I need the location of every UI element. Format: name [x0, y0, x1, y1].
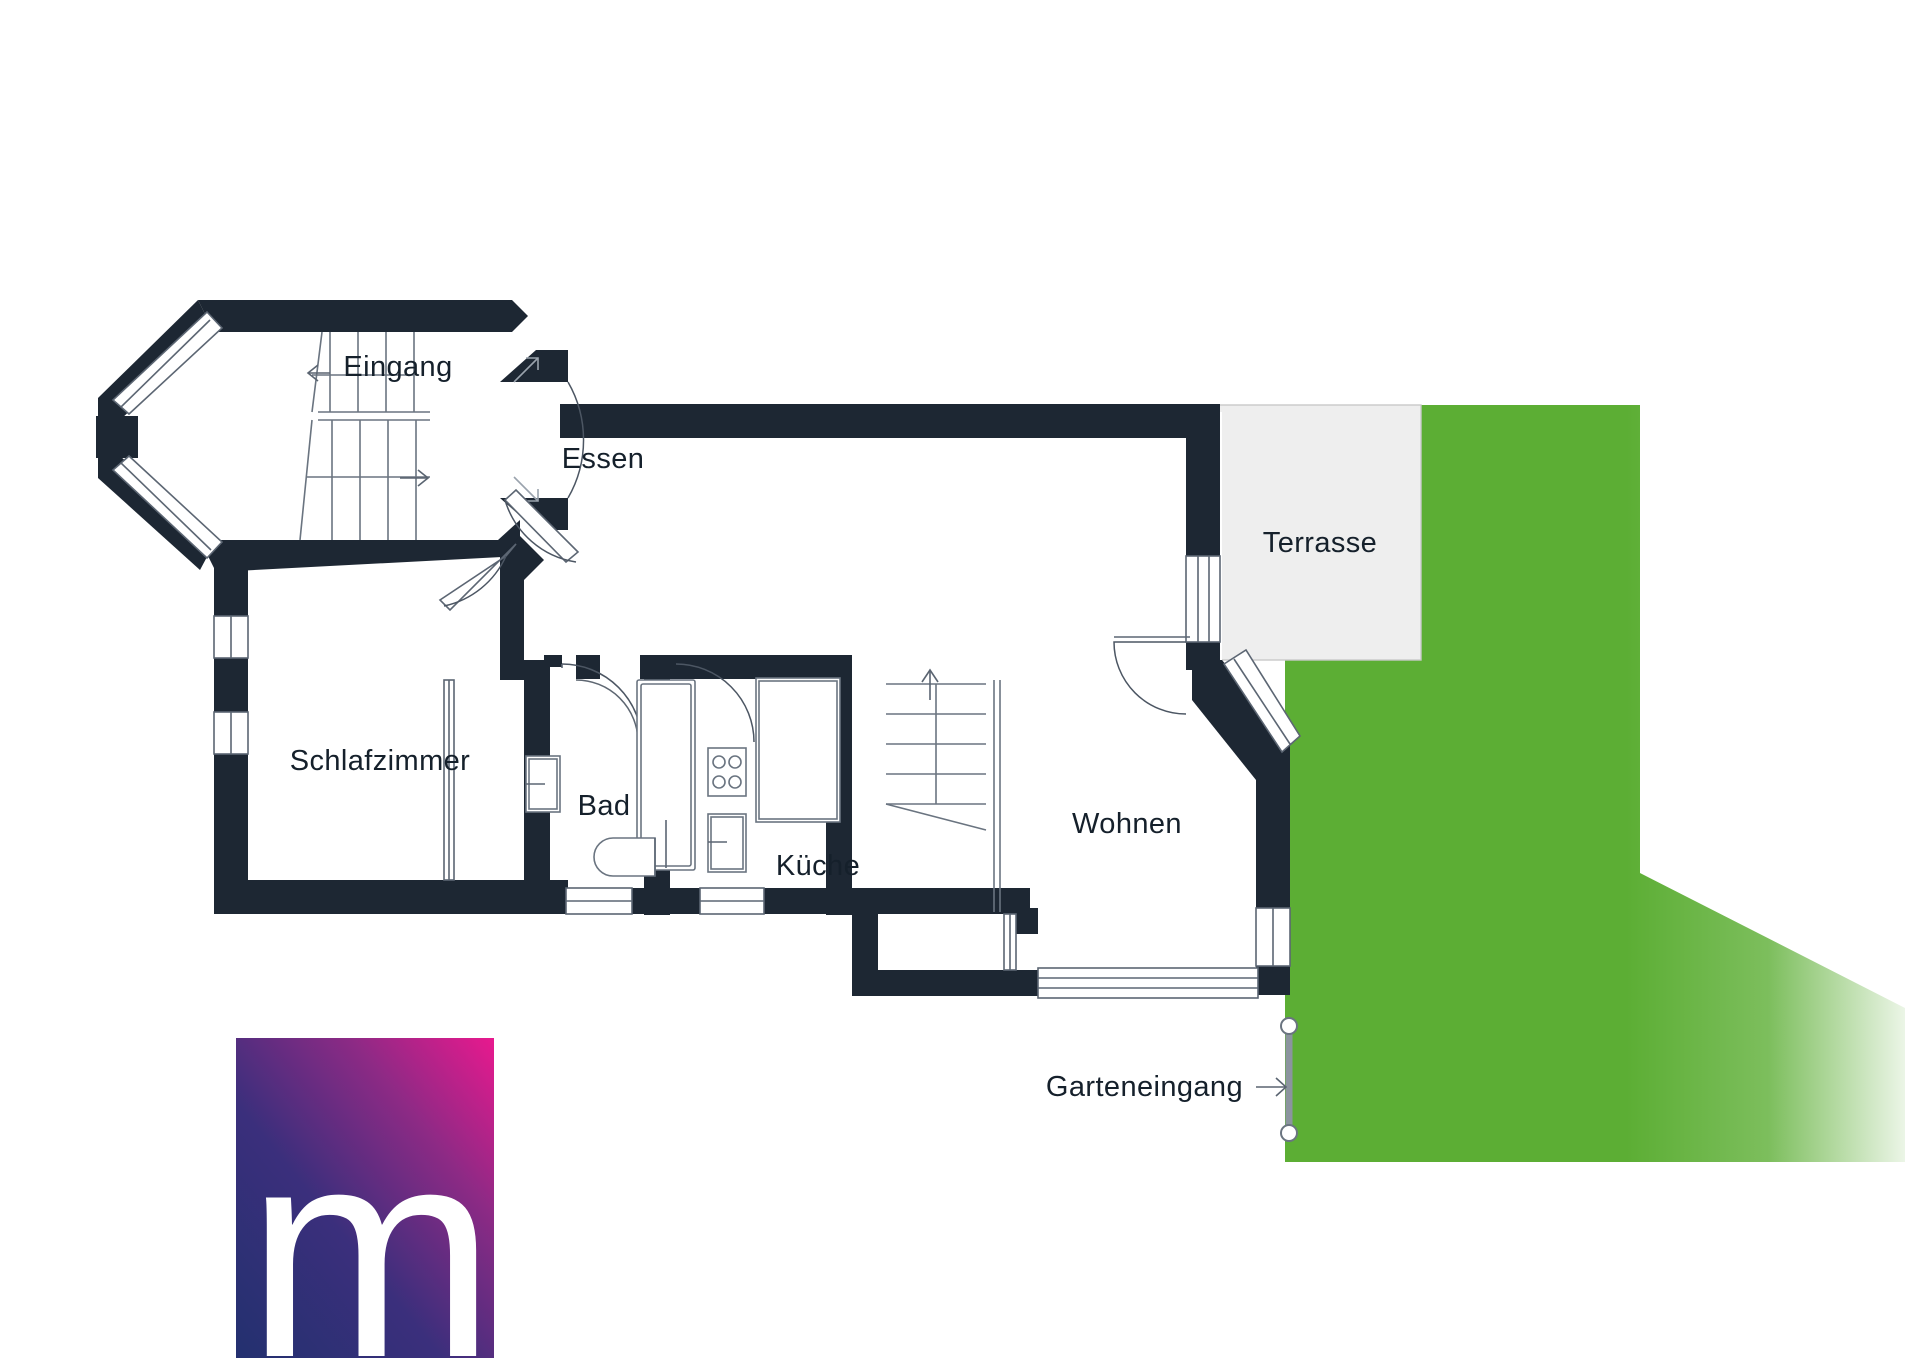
wall-bad-top-left [544, 655, 562, 667]
window-kueche-bottom [699, 887, 765, 915]
room-label-eingang: Eingang [343, 351, 452, 383]
wall-entry-top [198, 300, 528, 332]
stair-lower-run [299, 419, 430, 541]
door-entrance [567, 381, 585, 499]
kitchen-sink-icon [707, 813, 747, 873]
room-labels: Eingang Essen Schlafzimmer Bad Küche Woh… [290, 351, 1377, 882]
entry-arrow-up-icon [513, 357, 539, 383]
wall-bad-top-stub [576, 655, 600, 679]
room-label-terrasse: Terrasse [1263, 527, 1377, 559]
wall-bottom-sz [214, 880, 568, 914]
wall-garden-door-post [1256, 965, 1290, 995]
window-wohnen-bottom [1037, 967, 1259, 999]
wall-vestibule-bottom [852, 970, 1038, 996]
interior-floor-fill [110, 300, 1285, 985]
kueche-fixtures [707, 677, 841, 873]
door-essen-upper [503, 488, 580, 564]
wohnen-stairs [885, 668, 1001, 912]
stair-wohnen [885, 680, 1001, 912]
wall-bay-left-corner [96, 416, 138, 458]
up-arrow-icon [921, 668, 939, 700]
kitchen-counter [755, 677, 841, 823]
room-label-schlafzimmer: Schlafzimmer [290, 745, 470, 777]
window-sz-top [443, 679, 455, 881]
terrace-shape [1217, 404, 1422, 661]
entry-arrow-down-icon [513, 476, 539, 502]
stair-upper-run [311, 331, 415, 413]
bad-fixtures [525, 679, 696, 877]
wall-right-upper [1186, 404, 1220, 556]
door-schlafzimmer [438, 543, 517, 612]
bathtub-icon [636, 679, 696, 871]
entrance-stairs [299, 331, 430, 541]
room-label-bad: Bad [578, 790, 631, 822]
wall-left-sz-b [214, 656, 248, 716]
up-arrow-icon [306, 364, 330, 382]
window-bay-lower [111, 454, 224, 560]
logo-background [236, 1038, 494, 1358]
stove-icon [707, 747, 747, 797]
window-vestibule [1003, 913, 1017, 971]
wall-east-wohnen [1256, 744, 1290, 912]
wall-bottom-right-a [1016, 970, 1040, 996]
door-kueche [675, 663, 755, 743]
door-terrace [1113, 555, 1221, 715]
logo[interactable]: m [236, 1038, 496, 1358]
windows-group [111, 310, 1302, 999]
wall-vestibule-top [852, 888, 1030, 914]
wall-sz-bad-jamb [500, 536, 544, 680]
down-arrow-icon [400, 469, 430, 487]
wall-left-sz-c [214, 752, 248, 898]
garteneingang-label: Garteneingang [1046, 1071, 1243, 1103]
window-angled-east [1222, 648, 1302, 754]
toilet-icon [593, 837, 656, 877]
room-label-kueche: Küche [776, 850, 860, 882]
garden-shape [1285, 405, 1905, 1162]
sink-icon [525, 755, 561, 813]
wall-kueche-top [640, 655, 850, 679]
wall-left-sz-a [214, 540, 248, 620]
interior-fill [110, 300, 1285, 985]
window-bay-upper [111, 310, 224, 416]
window-bad-bottom [565, 887, 633, 915]
right-arrow-icon [1256, 1077, 1288, 1097]
logo-letter: m [246, 1084, 496, 1358]
room-label-wohnen: Wohnen [1072, 808, 1182, 840]
garden-gate-icon [1280, 1017, 1298, 1142]
window-schlafzimmer-2 [213, 711, 249, 755]
wall-entry-corner-upper [500, 350, 568, 382]
stair-landing [318, 411, 430, 421]
terrace-area [1217, 404, 1422, 661]
wall-entry-bottom [200, 520, 520, 572]
annotation-garteneingang: Garteneingang [1046, 1071, 1288, 1103]
wall-top-main [560, 404, 1220, 438]
window-schlafzimmer-1 [213, 615, 249, 659]
window-wohnen-east [1255, 907, 1291, 967]
room-label-essen: Essen [562, 443, 645, 475]
garden-area [1285, 405, 1905, 1162]
